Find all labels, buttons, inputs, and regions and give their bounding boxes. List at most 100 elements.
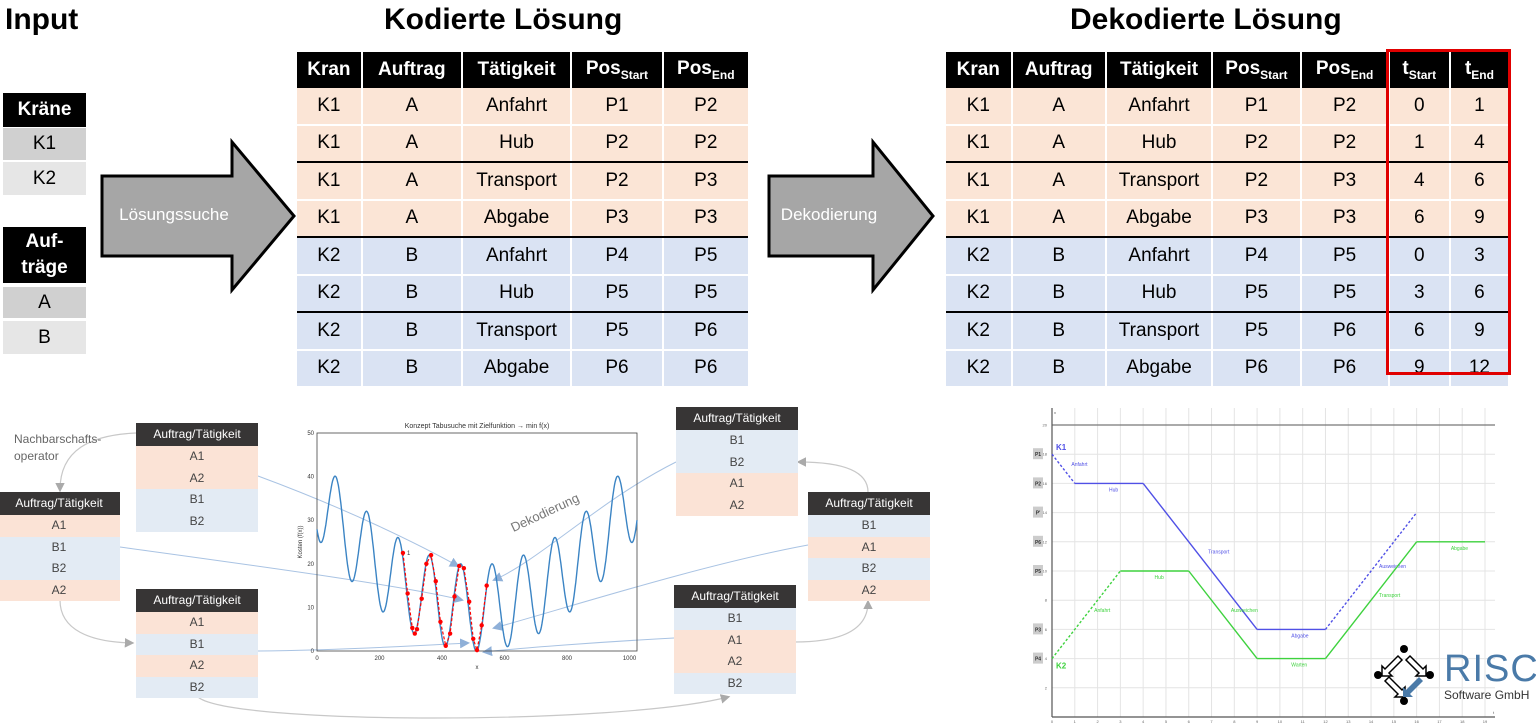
y-tick-label: 20 xyxy=(1043,423,1048,428)
schedule-segment xyxy=(1142,482,1258,630)
position-label-box xyxy=(1033,506,1043,518)
table-cell: 3 xyxy=(1387,274,1450,313)
decode-arrow-icon xyxy=(767,138,935,294)
x-tick-label: 200 xyxy=(374,656,385,662)
table-cell: K2 xyxy=(946,312,1012,351)
table-cell: Transport xyxy=(460,162,572,201)
table-cell: Abgabe xyxy=(1104,349,1213,388)
table-cell: A xyxy=(1010,199,1106,238)
decode-line xyxy=(257,638,470,652)
crane-item: K1 xyxy=(3,128,86,160)
table-cell: P2 xyxy=(1299,124,1389,163)
tabu-search-chart: Konzept Tabusuche mit Zielfunktion → min… xyxy=(298,423,638,671)
y-tick-label: 14 xyxy=(1043,510,1048,515)
table-cell: 9 xyxy=(1448,199,1508,238)
table-cell: B xyxy=(360,312,462,351)
table-cell: P6 xyxy=(661,312,748,351)
table-cell: K1 xyxy=(297,199,362,238)
search-point xyxy=(400,550,406,556)
table-cell: K2 xyxy=(946,349,1012,388)
decode-line xyxy=(492,544,809,631)
x-tick-label: 16 xyxy=(1414,719,1419,724)
x-tick-label: 4 xyxy=(1142,719,1145,724)
y-tick-label: 20 xyxy=(307,562,314,568)
orders-header: Auf- träge xyxy=(3,227,86,283)
sequence-item: B1 xyxy=(136,489,258,511)
y-tick-label: 10 xyxy=(1043,569,1048,574)
decode-line xyxy=(119,546,464,603)
x-tick-label: 3 xyxy=(1119,719,1122,724)
x-tick-label: 8 xyxy=(1233,719,1236,724)
decode-line xyxy=(257,475,460,567)
decoded-title: Dekodierte Lösung xyxy=(1070,3,1342,36)
x-tick-label: 19 xyxy=(1483,719,1488,724)
x-tick-label: 1 xyxy=(1074,719,1077,724)
position-label: P4 xyxy=(1035,657,1041,663)
table-cell: 0 xyxy=(1387,88,1450,126)
table-cell: B xyxy=(360,237,462,276)
table-cell: P3 xyxy=(1211,199,1301,238)
position-label: P5 xyxy=(1035,569,1041,575)
table-cell: B xyxy=(1010,237,1106,276)
schedule-segment xyxy=(1051,453,1076,484)
schedule-segment xyxy=(1324,512,1418,630)
table-cell: A xyxy=(1010,124,1106,163)
input-title: Input xyxy=(5,3,79,36)
operator-arrow xyxy=(197,694,731,719)
search-arrow-label: Lösungssuche xyxy=(119,205,229,224)
x-tick-label: 1000 xyxy=(623,656,637,662)
x-tick-label: 18 xyxy=(1460,719,1465,724)
x-tick-label: 6 xyxy=(1188,719,1191,724)
table-cell: Abgabe xyxy=(1104,199,1213,238)
x-tick-label: 800 xyxy=(562,656,573,662)
position-label-box xyxy=(1033,652,1043,664)
x-tick-label: 2 xyxy=(1096,719,1099,724)
column-header: PosStart xyxy=(570,52,663,88)
table-cell: P2 xyxy=(1211,124,1301,163)
table-cell: Hub xyxy=(460,274,572,313)
table-cell: P5 xyxy=(570,274,663,313)
table-cell: P5 xyxy=(1211,312,1301,351)
sequence-item: A2 xyxy=(674,651,796,673)
sequence-item: A2 xyxy=(676,494,798,516)
search-arrow-icon xyxy=(100,138,296,294)
table-cell: K2 xyxy=(297,237,362,276)
table-cell: P6 xyxy=(570,349,663,388)
table-cell: P3 xyxy=(1299,199,1389,238)
schedule-segment xyxy=(1324,541,1418,660)
y-tick-label: 6 xyxy=(1045,627,1048,632)
position-label: P1 xyxy=(1035,452,1041,458)
search-point xyxy=(433,579,438,584)
segment-label: Ausweichen xyxy=(1379,564,1406,570)
position-label: P6 xyxy=(1035,540,1041,546)
y-tick-label: 40 xyxy=(307,475,314,481)
table-cell: K1 xyxy=(946,88,1012,126)
search-point xyxy=(471,636,476,641)
segment-label: Transport xyxy=(1379,593,1401,599)
position-label: P3 xyxy=(1035,627,1041,633)
search-point xyxy=(447,631,453,636)
table-cell: Hub xyxy=(1104,274,1213,313)
table-cell: K1 xyxy=(297,162,362,201)
table-cell: P5 xyxy=(1299,237,1389,276)
sequence-table-header: Auftrag/Tätigkeit xyxy=(676,407,798,430)
search-start-label: 1 xyxy=(407,551,411,557)
table-cell: P3 xyxy=(661,162,748,201)
table-cell: 6 xyxy=(1387,199,1450,238)
chart-title: Konzept Tabusuche mit Zielfunktion → min… xyxy=(405,423,550,430)
series-label: K2 xyxy=(1056,662,1067,671)
table-cell: 9 xyxy=(1387,349,1450,388)
table-cell: P6 xyxy=(1299,312,1389,351)
table-cell: K2 xyxy=(297,274,362,313)
table-cell: Transport xyxy=(1104,162,1213,201)
sequence-item: A2 xyxy=(136,655,258,677)
search-point xyxy=(414,627,420,632)
search-point xyxy=(443,643,448,648)
table-cell: 6 xyxy=(1387,312,1450,351)
